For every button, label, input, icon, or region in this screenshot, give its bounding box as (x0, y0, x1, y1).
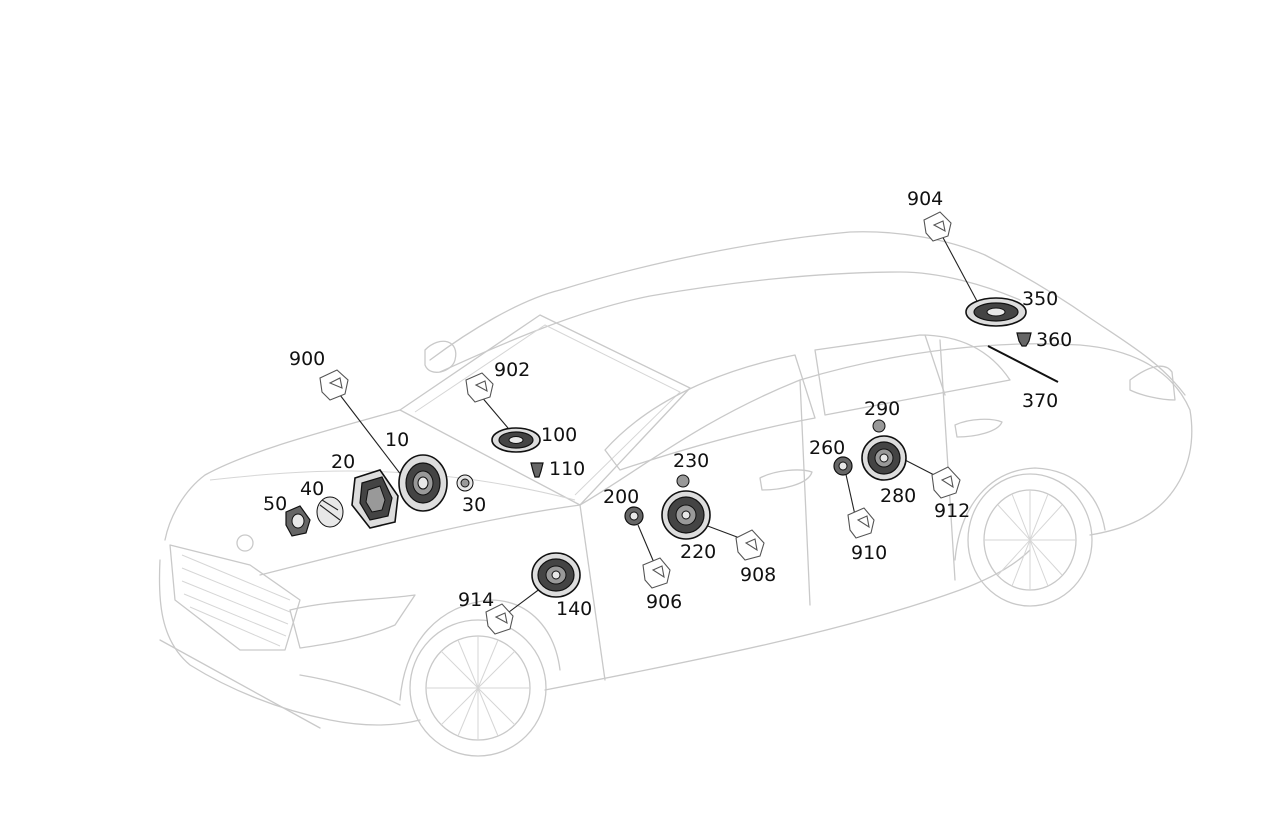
speaker-100 (491, 427, 541, 453)
tweeter-200 (624, 506, 644, 526)
label-914: 914 (458, 589, 494, 611)
car-outline (158, 231, 1193, 757)
label-260: 260 (809, 437, 845, 459)
speaker-350 (965, 297, 1027, 327)
connector-914 (485, 603, 514, 635)
label-350: 350 (1022, 288, 1058, 310)
tweeter-260 (833, 456, 853, 476)
label-360: 360 (1036, 329, 1072, 351)
part-labels: 10 20 30 40 50 100 110 140 200 220 230 2… (263, 188, 1072, 620)
label-140: 140 (556, 598, 592, 620)
label-912: 912 (934, 500, 970, 522)
speaker-140 (531, 552, 581, 598)
label-908: 908 (740, 564, 776, 586)
label-200: 200 (603, 486, 639, 508)
speaker-220 (661, 490, 711, 540)
speaker-280 (861, 435, 907, 481)
part-30 (456, 474, 474, 492)
tweeter-cover-40 (316, 496, 344, 528)
connector-910 (847, 507, 875, 539)
label-220: 220 (680, 541, 716, 563)
label-110: 110 (549, 458, 585, 480)
connector-912 (931, 466, 961, 499)
connector-902 (465, 372, 494, 403)
label-370: 370 (1022, 390, 1058, 412)
connector-904 (923, 211, 952, 242)
label-50: 50 (263, 493, 287, 515)
label-20: 20 (331, 451, 355, 473)
label-910: 910 (851, 542, 887, 564)
label-40: 40 (300, 478, 324, 500)
label-100: 100 (541, 424, 577, 446)
label-30: 30 (462, 494, 486, 516)
label-230: 230 (673, 450, 709, 472)
connector-900 (319, 369, 349, 401)
tweeter-50 (285, 505, 311, 537)
label-904: 904 (907, 188, 943, 210)
label-280: 280 (880, 485, 916, 507)
clip-360 (1016, 332, 1032, 347)
label-900: 900 (289, 348, 325, 370)
speaker-10 (398, 454, 448, 512)
speaker-housing-20 (351, 469, 399, 529)
label-290: 290 (864, 398, 900, 420)
clip-230 (676, 474, 690, 488)
connector-906 (642, 557, 671, 589)
label-906: 906 (646, 591, 682, 613)
clip-110 (530, 462, 544, 478)
label-902: 902 (494, 359, 530, 381)
label-10: 10 (385, 429, 409, 451)
clip-290 (872, 419, 886, 433)
connector-908 (735, 529, 765, 561)
